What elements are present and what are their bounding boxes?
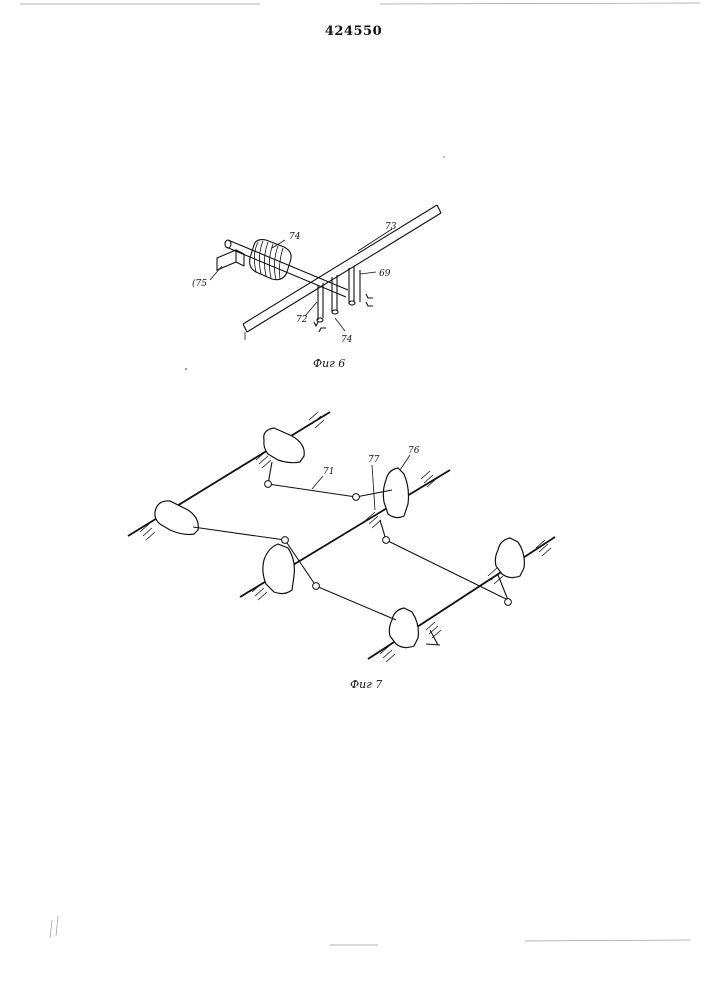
label-76: 76: [408, 446, 420, 456]
shafts: [128, 412, 555, 659]
margin-mark: [50, 916, 58, 938]
label-74a: 74: [289, 232, 301, 242]
label-73: 73: [385, 222, 397, 232]
label-77: 77: [368, 455, 380, 465]
figure-7: 71 77 76 Фиг 7: [128, 412, 555, 691]
cam-center: [263, 544, 295, 594]
link-rods: [193, 462, 508, 645]
bearing-marks: [140, 412, 551, 662]
figure-6: 74 73 69 (75 72 74 Фиг 6: [192, 205, 441, 370]
cam-76: [383, 468, 408, 518]
cam-left: [155, 501, 198, 535]
cam-top: [264, 428, 305, 463]
label-74b: 74: [341, 335, 353, 345]
scan-artifacts: [20, 3, 700, 945]
label-72: 72: [296, 315, 308, 325]
figure-7-caption: Фиг 7: [350, 678, 382, 691]
cam-right: [495, 538, 524, 578]
cam-bottom: [389, 608, 418, 648]
label-71: 71: [323, 467, 334, 477]
figure-6-caption: Фиг 6: [313, 357, 345, 370]
label-75: (75: [192, 278, 207, 289]
label-69: 69: [379, 269, 391, 279]
rail-bar-73: [243, 205, 441, 340]
